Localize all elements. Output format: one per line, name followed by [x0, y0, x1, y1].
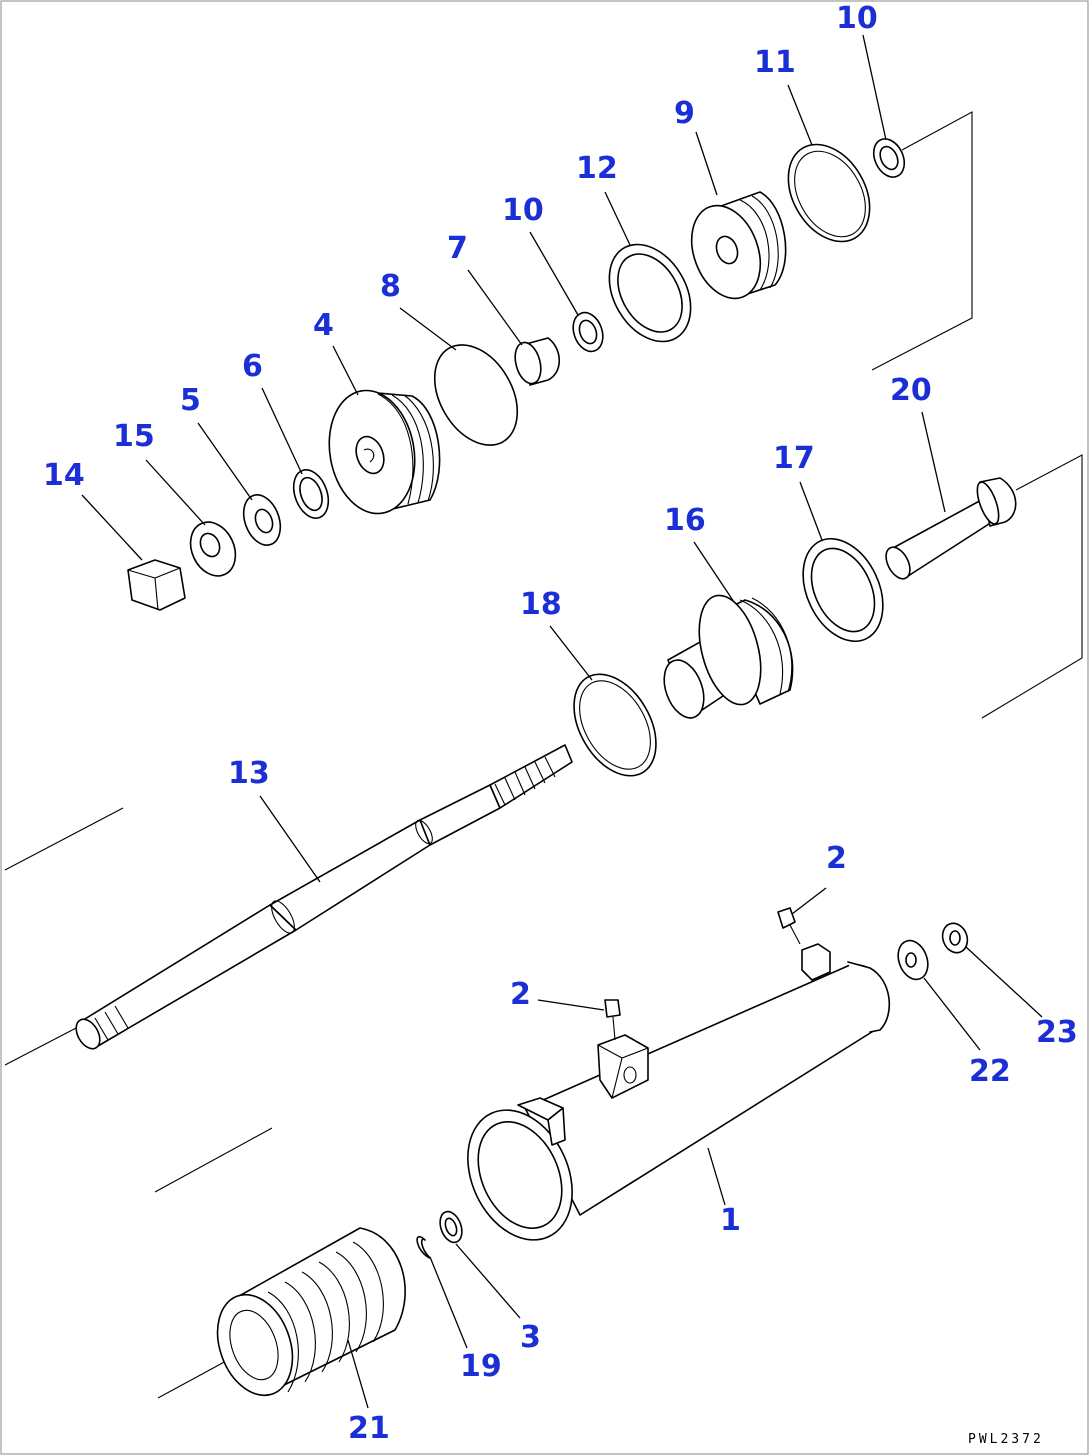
guide-line-rod-end: [4, 1025, 81, 1066]
callout-2-upper: 2: [826, 841, 847, 876]
part-13-piston-rod: [75, 744, 573, 1050]
part-5-washer: [242, 494, 282, 546]
assembly-guide-lines: [4, 111, 1083, 1399]
part-11-ring: [787, 143, 871, 243]
callout-16: 16: [664, 503, 706, 538]
callout-2-lower: 2: [510, 977, 531, 1012]
leader-21: [347, 1339, 369, 1409]
callout-14: 14: [43, 458, 85, 493]
callout-20: 20: [890, 373, 932, 408]
leader-14: [81, 494, 143, 561]
drawing-code: PWL2372: [968, 1432, 1044, 1447]
leader-15: [145, 459, 206, 526]
callout-11: 11: [754, 45, 796, 80]
leader-7: [467, 269, 523, 346]
leader-8: [399, 307, 457, 351]
callout-9: 9: [674, 96, 695, 131]
leader-22: [923, 977, 981, 1051]
guide-line-tube-left: [154, 1127, 273, 1193]
part-19-snap-ring: [416, 1236, 431, 1259]
guide-line-middle-group: [981, 454, 1083, 719]
callout-23: 23: [1036, 1015, 1078, 1050]
callout-19: 19: [460, 1349, 502, 1384]
leader-23: [965, 946, 1043, 1018]
part-20-pin: [885, 477, 1017, 580]
guide-line-top-group: [871, 111, 973, 371]
callout-1: 1: [720, 1203, 741, 1238]
callout-7: 7: [447, 231, 468, 266]
leader-17: [799, 481, 823, 541]
leader-10-lower: [529, 231, 579, 316]
guide-line-rod-left: [4, 807, 124, 871]
callout-12: 12: [576, 151, 618, 186]
leader-18: [549, 625, 593, 681]
part-9-cylinder-head: [690, 191, 787, 300]
part-4-piston: [328, 389, 441, 515]
leader-4: [332, 345, 359, 396]
part-10-ring-upper: [872, 138, 906, 178]
part-14-hex-nut: [127, 559, 186, 611]
callout-10-upper: 10: [836, 1, 878, 36]
callout-4: 4: [313, 308, 334, 343]
leader-1: [707, 1147, 726, 1206]
callout-6: 6: [242, 349, 263, 384]
callout-13: 13: [228, 756, 270, 791]
part-16-gland: [663, 594, 794, 719]
callout-8: 8: [380, 269, 401, 304]
callout-labels: 10 11 9 12 10 7 8 4 6 5 15 14 20 17 16 1…: [43, 1, 1078, 1446]
callout-18: 18: [520, 587, 562, 622]
leader-2-lower: [537, 999, 605, 1011]
part-17-seal: [802, 537, 884, 643]
part-10-ring-lower: [572, 311, 604, 353]
part-12-seal: [608, 243, 692, 343]
part-22-washer: [897, 939, 929, 981]
leader-3: [455, 1243, 521, 1319]
callout-3: 3: [520, 1320, 541, 1355]
callout-5: 5: [180, 383, 201, 418]
callout-21: 21: [348, 1411, 390, 1446]
leader-20: [921, 411, 946, 513]
leader-5: [197, 422, 253, 501]
callout-10-lower: 10: [502, 193, 544, 228]
leader-2-upper: [791, 887, 827, 915]
part-8-o-ring: [433, 344, 519, 446]
leader-16: [693, 541, 735, 603]
part-3-ring: [439, 1210, 463, 1244]
leader-6: [261, 387, 303, 475]
leader-12: [604, 191, 631, 246]
callout-22: 22: [969, 1054, 1011, 1089]
part-2-grease-fitting-upper: [777, 907, 801, 945]
guide-line-boot-left: [157, 1359, 229, 1399]
callout-15: 15: [113, 419, 155, 454]
leader-13: [259, 795, 321, 883]
leader-9: [695, 131, 718, 196]
part-6-ring: [292, 469, 330, 519]
callout-17: 17: [773, 441, 815, 476]
part-23-nut: [941, 922, 969, 954]
leader-11: [787, 84, 813, 146]
part-15-lock-nut: [189, 521, 237, 577]
leader-19: [429, 1256, 468, 1349]
leader-10-upper: [862, 34, 887, 141]
part-2-grease-fitting-lower: [604, 999, 621, 1041]
part-7-bushing: [514, 337, 561, 386]
leader-lines: [81, 34, 1043, 1409]
part-1-cylinder-tube: [467, 943, 891, 1241]
part-21-boot: [216, 1227, 406, 1397]
part-18-ring: [573, 673, 657, 777]
